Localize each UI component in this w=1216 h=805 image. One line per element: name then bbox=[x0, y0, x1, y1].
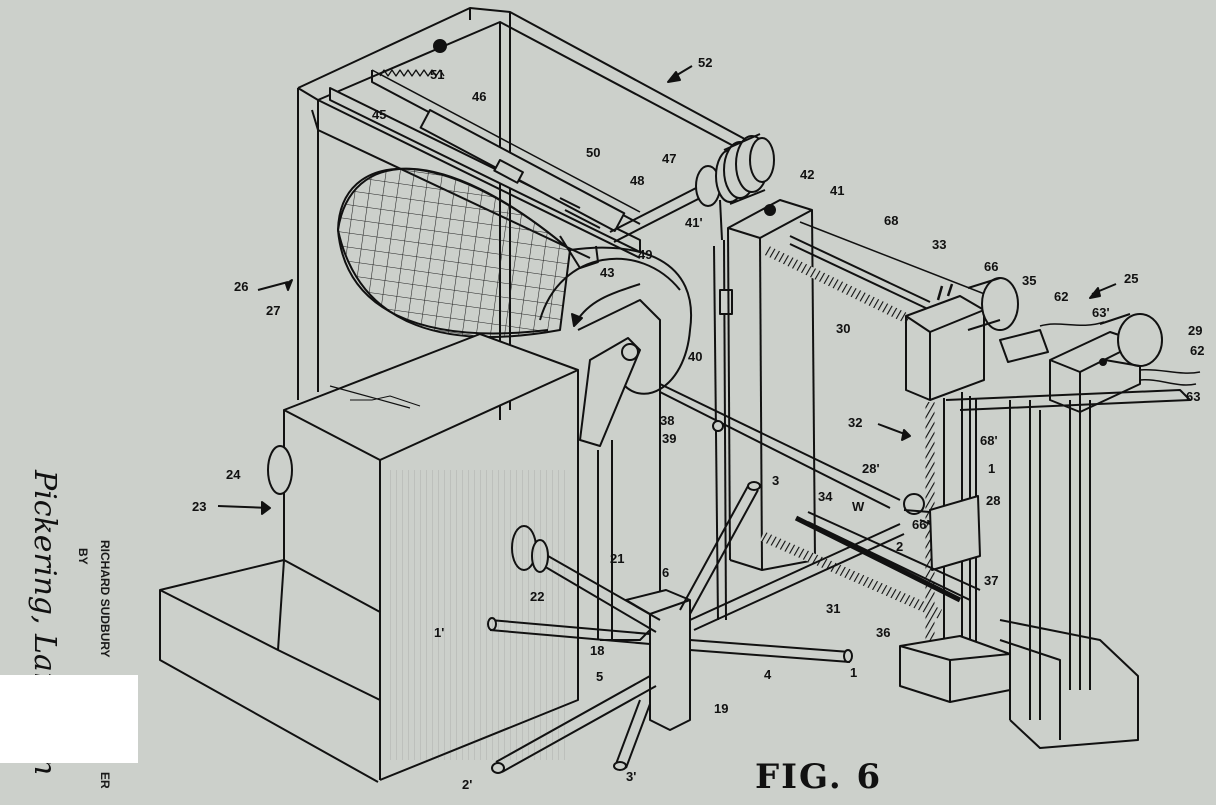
ref-label-35: 35 bbox=[1022, 273, 1037, 288]
ref-label-3-prime: 3' bbox=[626, 769, 637, 784]
ref-label-27: 27 bbox=[266, 303, 281, 318]
ref-label-28: 28 bbox=[986, 493, 1001, 508]
ref-label-47: 47 bbox=[662, 151, 677, 166]
ref-label-32: 32 bbox=[848, 415, 863, 430]
ref-label-1-lower: 1 bbox=[850, 665, 858, 680]
ref-label-43: 43 bbox=[600, 265, 615, 280]
ref-label-63: 63 bbox=[1186, 389, 1201, 404]
ref-label-22: 22 bbox=[530, 589, 545, 604]
ref-label-62-lower: 62 bbox=[1190, 343, 1205, 358]
ref-label-6: 6 bbox=[662, 565, 670, 580]
ref-label-51: 51 bbox=[430, 67, 445, 82]
ref-label-48: 48 bbox=[630, 173, 645, 188]
ref-label-4: 4 bbox=[764, 667, 772, 682]
ref-label-63-prime: 63' bbox=[1092, 305, 1110, 320]
ref-label-66-prime: 66' bbox=[912, 517, 930, 532]
ref-label-28-prime: 28' bbox=[862, 461, 880, 476]
ref-label-34: 34 bbox=[818, 489, 833, 504]
ref-label-24: 24 bbox=[226, 467, 241, 482]
ref-label-49: 49 bbox=[638, 247, 653, 262]
ref-label-29: 29 bbox=[1188, 323, 1203, 338]
ref-label-3: 3 bbox=[772, 473, 780, 488]
ref-label-62-upper: 62 bbox=[1054, 289, 1069, 304]
ref-label-37: 37 bbox=[984, 573, 999, 588]
ref-label-40: 40 bbox=[688, 349, 703, 364]
ref-label-39: 39 bbox=[662, 431, 677, 446]
ref-label-23: 23 bbox=[192, 499, 207, 514]
ref-label-41-prime: 41' bbox=[685, 215, 703, 230]
ref-label-25: 25 bbox=[1124, 271, 1139, 286]
ref-label-45: 45 bbox=[372, 107, 387, 122]
ref-label-W: W bbox=[852, 499, 865, 514]
ref-label-68-prime: 68' bbox=[980, 433, 998, 448]
ref-label-2: 2 bbox=[896, 539, 904, 554]
ref-label-68: 68 bbox=[884, 213, 899, 228]
ref-label-18: 18 bbox=[590, 643, 605, 658]
ref-label-1-upper: 1 bbox=[988, 461, 996, 476]
figure-caption: FIG. 6 bbox=[755, 757, 883, 797]
ref-label-1-prime: 1' bbox=[434, 625, 445, 640]
redaction-box bbox=[0, 675, 138, 763]
ref-label-21: 21 bbox=[610, 551, 625, 566]
ref-label-36: 36 bbox=[876, 625, 891, 640]
ref-label-38: 38 bbox=[660, 413, 675, 428]
ref-label-26: 26 bbox=[234, 279, 249, 294]
ref-label-46: 46 bbox=[472, 89, 487, 104]
ref-label-31: 31 bbox=[826, 601, 841, 616]
ref-label-5: 5 bbox=[596, 669, 604, 684]
by-label: BY bbox=[76, 548, 90, 565]
ref-label-50: 50 bbox=[586, 145, 601, 160]
ref-label-66: 66 bbox=[984, 259, 999, 274]
ref-label-30: 30 bbox=[836, 321, 851, 336]
ref-label-19: 19 bbox=[714, 701, 729, 716]
ref-label-41: 41 bbox=[830, 183, 845, 198]
ref-label-42: 42 bbox=[800, 167, 815, 182]
ref-label-33: 33 bbox=[932, 237, 947, 252]
ref-label-2-prime: 2' bbox=[462, 777, 473, 792]
name-suffix: ER bbox=[98, 772, 112, 789]
inventor-name: RICHARD SUDBURY bbox=[98, 540, 112, 658]
ref-label-52: 52 bbox=[698, 55, 713, 70]
